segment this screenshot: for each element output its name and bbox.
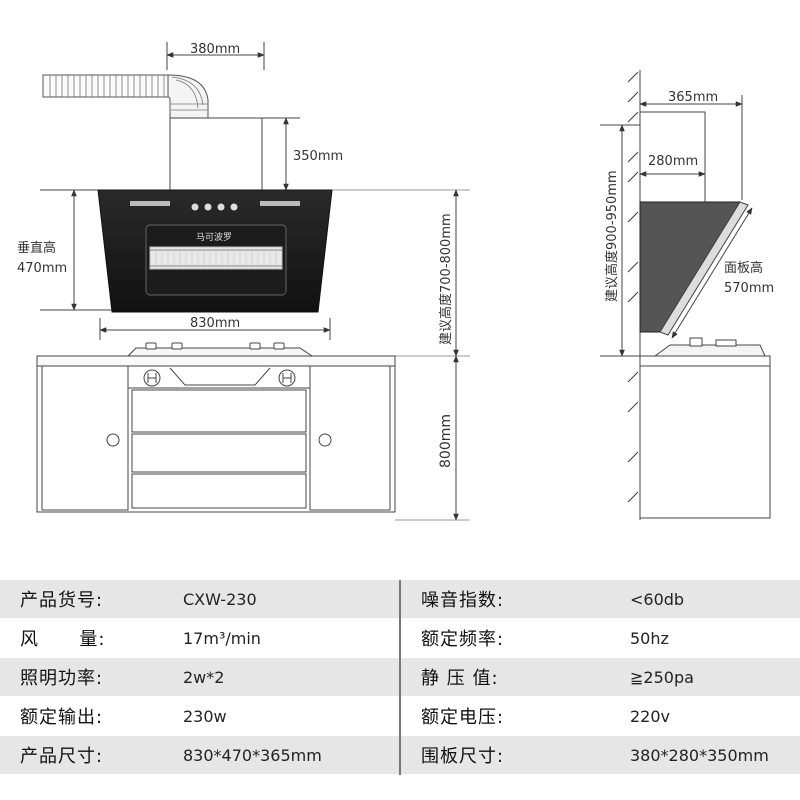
spec-value: 17m³/min	[163, 618, 401, 658]
spec-value: 830*470*365mm	[163, 735, 401, 775]
spec-value: 230w	[163, 696, 401, 736]
gas-stove	[126, 342, 314, 357]
cabinet-height-label: 800mm	[438, 414, 454, 468]
spec-label: 额定输出:	[0, 696, 163, 736]
body-width-dimension	[99, 318, 331, 340]
height-reference-lines	[332, 189, 470, 521]
spec-label: 产品尺寸:	[0, 735, 163, 775]
spec-row: 风 量: 17m³/min 额定频率: 50hz	[0, 618, 800, 658]
spec-label: 照明功率:	[0, 657, 163, 697]
spec-row: 照明功率: 2w*2 静 压 值: ≧250pa	[0, 657, 800, 697]
spec-value: ≧250pa	[610, 657, 800, 697]
body-width-label: 830mm	[190, 316, 240, 331]
wall	[627, 70, 641, 520]
collar-depth-label: 280mm	[648, 154, 698, 169]
collar-height-label: 350mm	[293, 149, 343, 164]
spec-value: <60db	[610, 580, 800, 619]
duct-width-dimension	[166, 42, 265, 70]
vertical-height-label-1: 垂直高	[17, 240, 56, 256]
front-view: 380mm 350mm	[17, 42, 470, 521]
vertical-height-label-2: 470mm	[17, 261, 67, 276]
side-height-dimension	[600, 124, 640, 357]
spec-value: 380*280*350mm	[610, 735, 800, 775]
spec-label: 噪音指数:	[400, 580, 610, 619]
spec-value: 50hz	[610, 618, 800, 658]
chimney-side	[639, 111, 706, 203]
duct-width-label: 380mm	[190, 42, 240, 57]
panel-height-dimension	[671, 207, 753, 339]
spec-row: 产品货号: CXW-230 噪音指数: <60db	[0, 580, 800, 619]
hood-controls	[130, 201, 300, 211]
panel-height-label-1: 面板高	[724, 260, 763, 276]
depth-dimension	[639, 95, 743, 200]
spec-table: 产品货号: CXW-230 噪音指数: <60db 风 量: 17m³/min …	[0, 580, 800, 775]
spec-label: 额定频率:	[400, 618, 610, 658]
spec-label: 风 量:	[0, 618, 163, 658]
kitchen-cabinet	[36, 355, 396, 513]
vertical-height-dimension	[40, 189, 112, 311]
panel-height-label-2: 570mm	[724, 281, 774, 296]
exhaust-duct	[42, 74, 209, 119]
collar-height-dimension	[262, 117, 300, 191]
spec-label: 产品货号:	[0, 580, 163, 619]
spec-label: 静 压 值:	[400, 657, 610, 697]
range-hood-dimension-diagram: 380mm 350mm	[17, 42, 774, 521]
suggested-height-side-label: 建议高度900-950mm	[604, 170, 620, 302]
spec-value: CXW-230	[163, 580, 401, 619]
cabinet-side	[639, 355, 771, 519]
spec-row: 额定输出: 230w 额定电压: 220v	[0, 696, 800, 736]
spec-value: 2w*2	[163, 657, 401, 697]
spec-row: 产品尺寸: 830*470*365mm 围板尺寸: 380*280*350mm	[0, 735, 800, 775]
brand-logo: 马可波罗	[196, 231, 232, 243]
filter-grille	[149, 246, 283, 270]
suggested-height-front-label: 建议高度700-800mm	[438, 213, 454, 345]
chimney-cover	[169, 117, 263, 191]
side-view: 365mm 280mm 面板高 570mm 建议高度900-950mm	[600, 70, 774, 520]
depth-label: 365mm	[668, 90, 718, 105]
spec-label: 额定电压:	[400, 696, 610, 736]
spec-value: 220v	[610, 696, 800, 736]
stove-side	[653, 337, 766, 357]
spec-label: 围板尺寸:	[400, 735, 610, 775]
